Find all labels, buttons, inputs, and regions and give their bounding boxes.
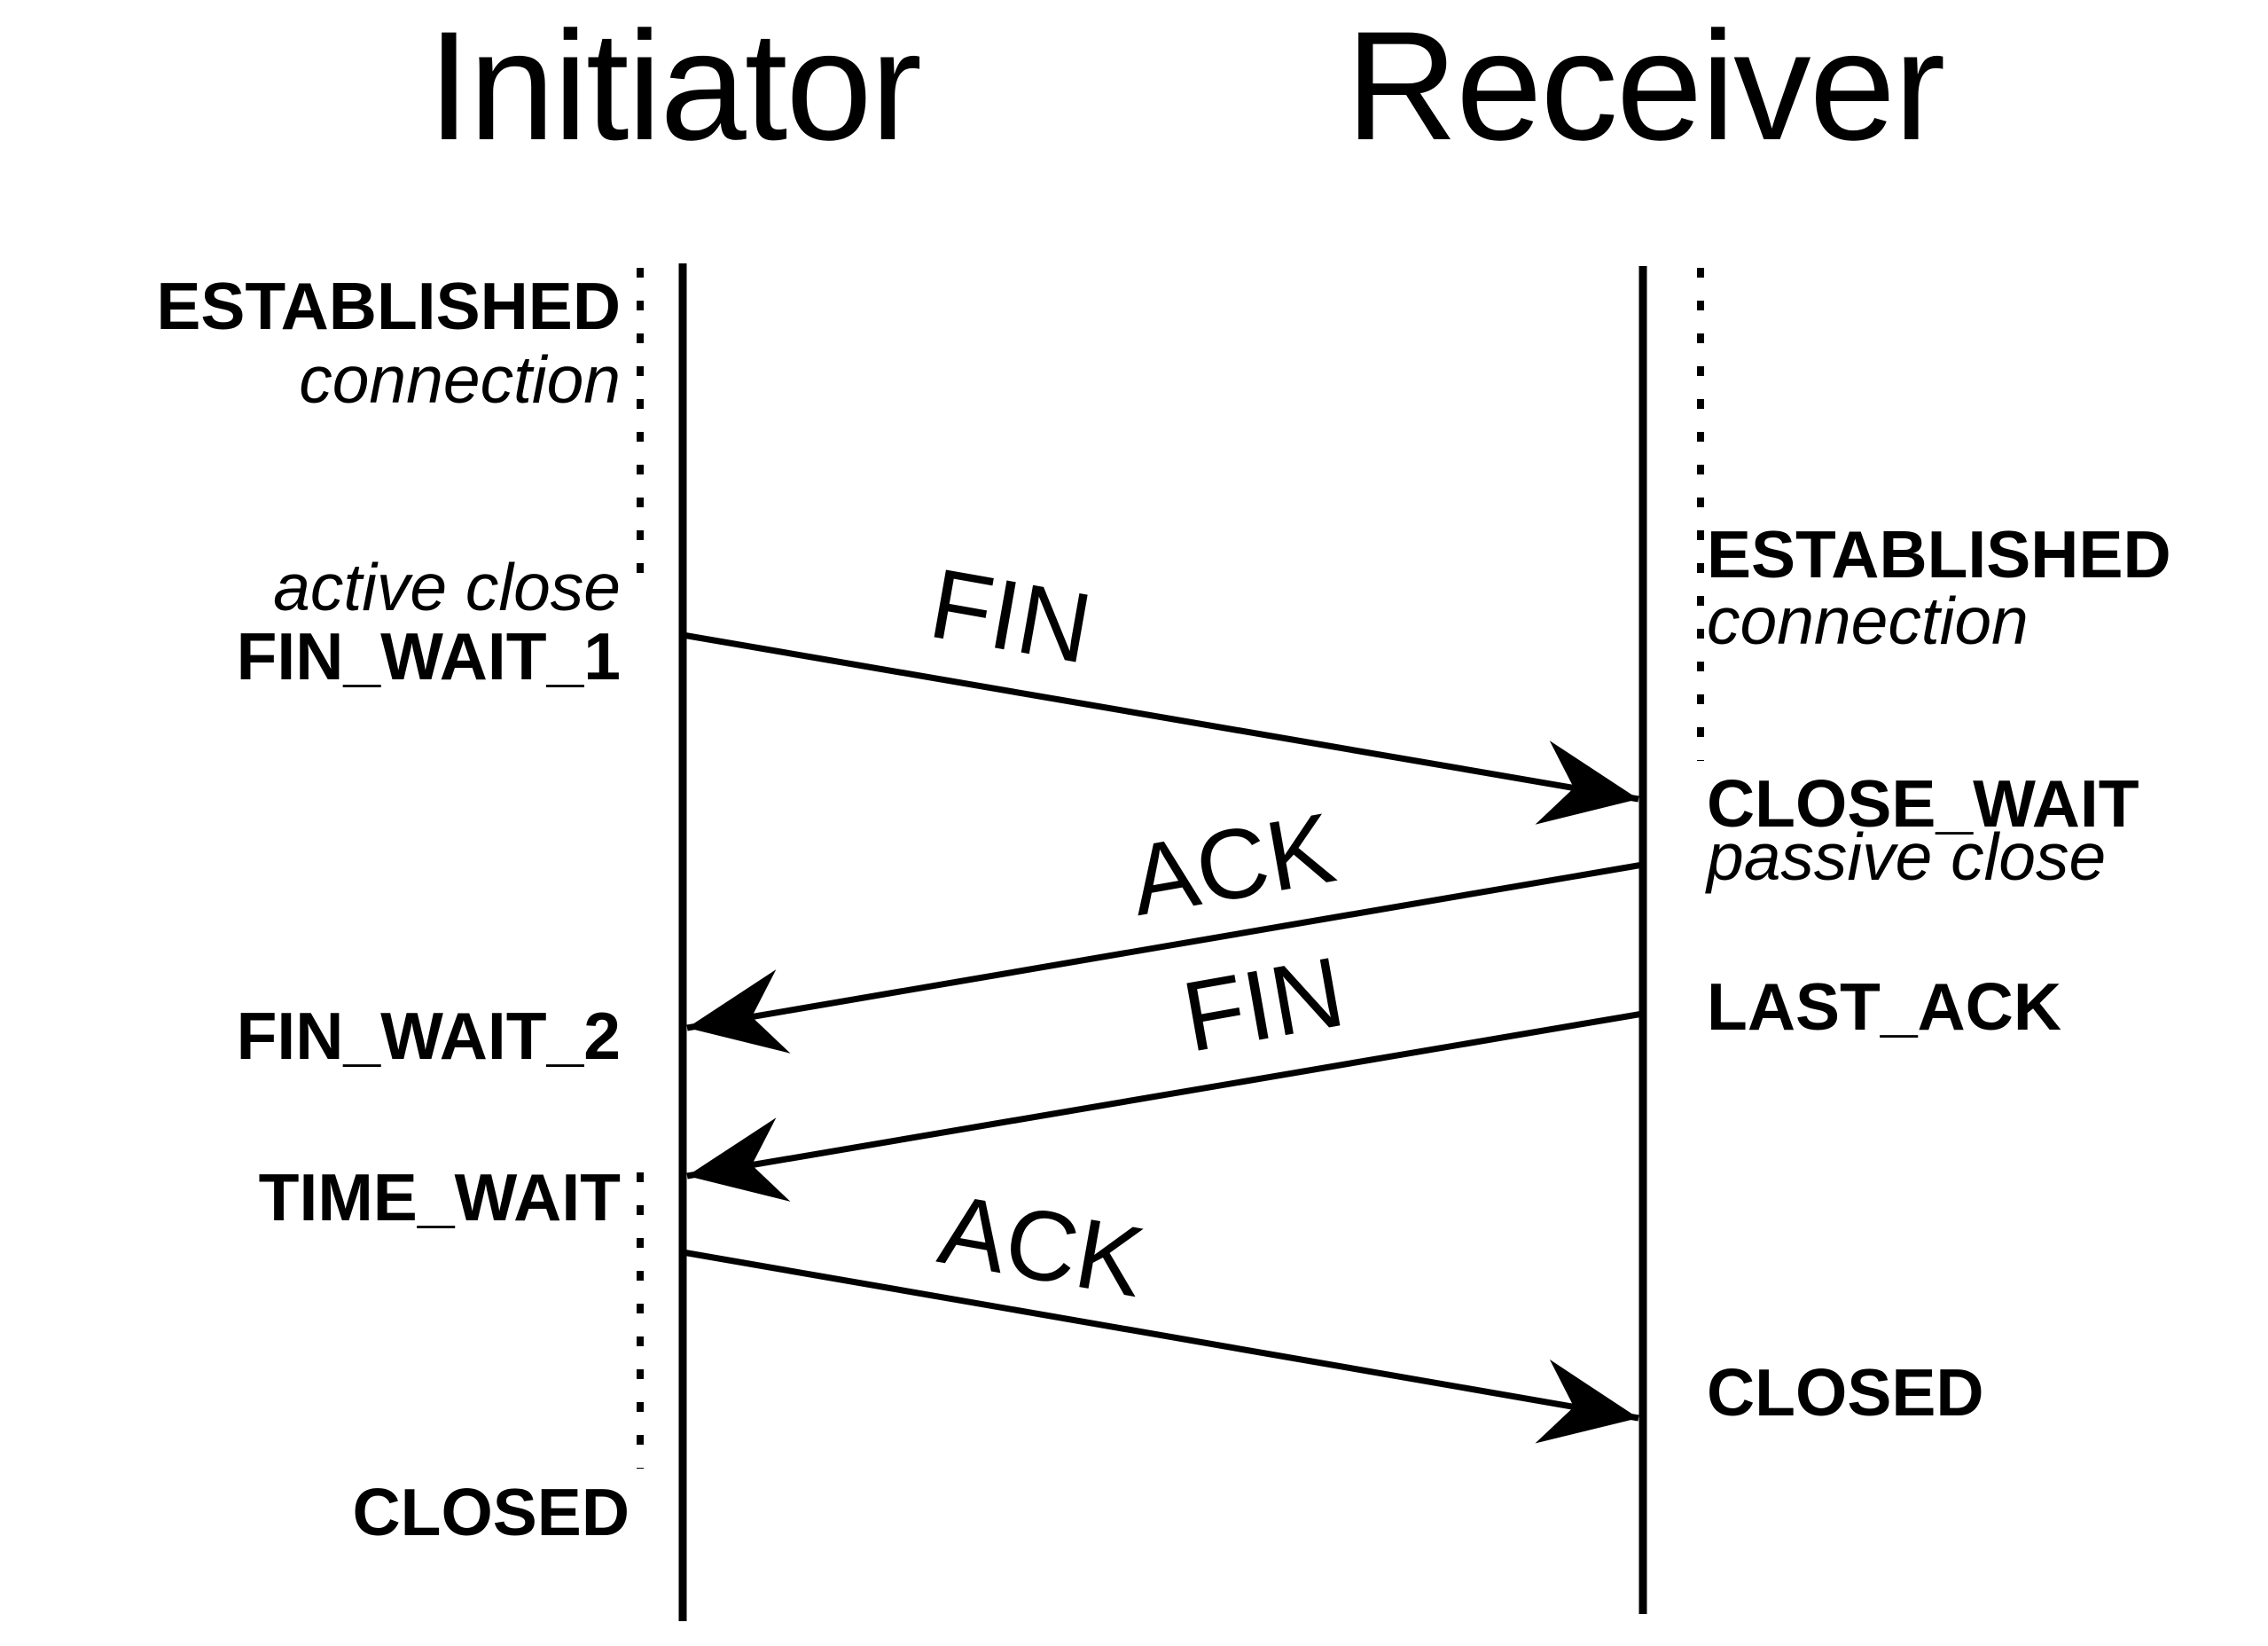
ack-arrow-receiver-to-initiator [686, 861, 1644, 1054]
initiator-closed-state-label: CLOSED [352, 1475, 630, 1549]
receiver-connection-note-label: connection [1707, 584, 2029, 658]
receiver-established-state-label: ESTABLISHED [1707, 517, 2171, 592]
ack-arrow-initiator-to-receiver [682, 1249, 1639, 1444]
initiator-connection-note-label: connection [299, 342, 621, 417]
receiver-closed-state-label: CLOSED [1707, 1355, 1984, 1430]
fin-message-label-1: FIN [922, 547, 1099, 685]
initiator-time-wait-state-label: TIME_WAIT [258, 1160, 621, 1234]
fin-arrow-receiver-to-initiator [686, 1010, 1644, 1202]
receiver-last-ack-state-label: LAST_ACK [1707, 969, 2062, 1044]
initiator-active-close-note-label: active close [273, 550, 621, 624]
receiver-passive-close-note-label: passive close [1707, 819, 2107, 894]
initiator-fin-wait-1-state-label: FIN_WAIT_1 [236, 619, 621, 694]
initiator-fin-wait-2-state-label: FIN_WAIT_2 [236, 999, 621, 1073]
receiver-column-title: Receiver [1345, 0, 1946, 173]
initiator-column-title: Initiator [427, 0, 922, 173]
fin-arrow-initiator-to-receiver [682, 631, 1639, 825]
initiator-established-state-label: ESTABLISHED [156, 269, 621, 343]
fin-message-label-2: FIN [1175, 936, 1352, 1073]
receiver-close-wait-state-label: CLOSE_WAIT [1707, 766, 2139, 841]
